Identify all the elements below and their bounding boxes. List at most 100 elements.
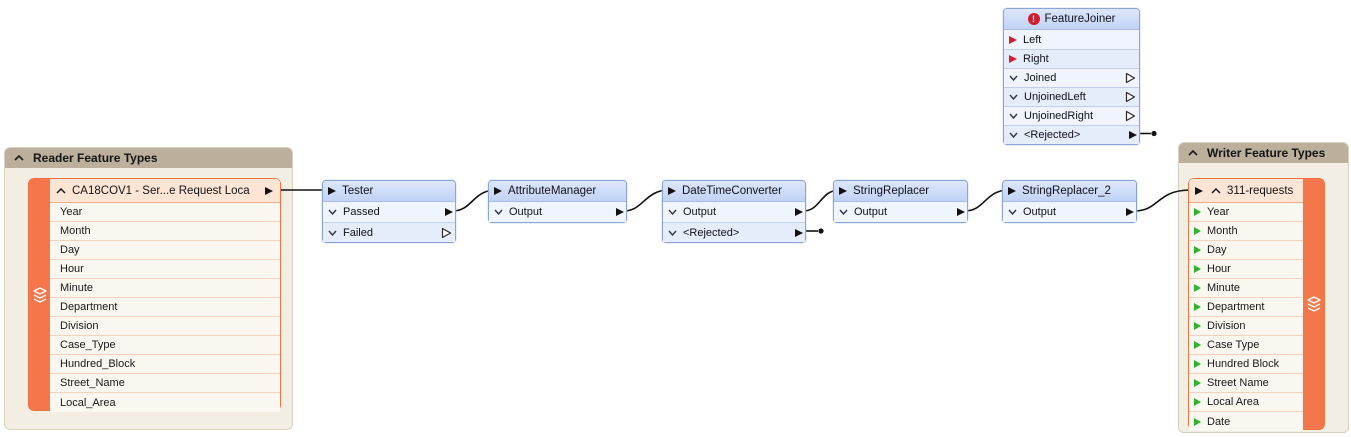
stringreplacer2-header[interactable]: StringReplacer_2 bbox=[1003, 181, 1136, 202]
chevron-down-icon[interactable] bbox=[328, 209, 337, 215]
port-row-rejected[interactable]: <Rejected> bbox=[1004, 125, 1139, 144]
writer-attribute-row[interactable]: Case Type bbox=[1189, 336, 1303, 355]
transformer-datetimeconverter[interactable]: DateTimeConverter Output <Rejected> bbox=[662, 180, 806, 243]
reader-attribute-row[interactable]: Case_Type bbox=[50, 336, 280, 355]
writer-attribute-row[interactable]: Month bbox=[1189, 222, 1303, 241]
writer-attribute-row[interactable]: Street Name bbox=[1189, 374, 1303, 393]
output-port-arrow[interactable] bbox=[1126, 208, 1134, 216]
chevron-down-icon[interactable] bbox=[1009, 132, 1018, 138]
writer-attribute-row[interactable]: Division bbox=[1189, 317, 1303, 336]
writer-port-arrow[interactable] bbox=[1194, 265, 1201, 273]
writer-attribute-row[interactable]: Minute bbox=[1189, 279, 1303, 298]
output-port-arrow[interactable] bbox=[1129, 131, 1137, 139]
reader-attribute-row[interactable]: Hundred_Block bbox=[50, 355, 280, 374]
writer-attribute-row[interactable]: Department bbox=[1189, 298, 1303, 317]
input-port-arrow[interactable] bbox=[668, 187, 676, 195]
reader-panel-header[interactable]: Reader Feature Types bbox=[5, 148, 292, 168]
output-port-arrow-hollow[interactable] bbox=[441, 227, 452, 238]
reader-attribute-row[interactable]: Hour bbox=[50, 260, 280, 279]
chevron-down-icon[interactable] bbox=[1008, 209, 1017, 215]
output-port-arrow-hollow[interactable] bbox=[1125, 110, 1136, 122]
port-row-output[interactable]: Output bbox=[834, 202, 967, 222]
writer-feature-type-node[interactable]: 311-requests Year Month Day Hour Minute … bbox=[1188, 178, 1325, 431]
port-row-left[interactable]: Left bbox=[1004, 30, 1139, 49]
reader-attribute-row[interactable]: Month bbox=[50, 222, 280, 241]
reader-feature-type-node[interactable]: CA18COV1 - Ser...e Request Loca Year Mon… bbox=[28, 178, 281, 412]
output-port-arrow-hollow[interactable] bbox=[1125, 72, 1136, 84]
chevron-down-icon[interactable] bbox=[839, 209, 848, 215]
port-row-passed[interactable]: Passed bbox=[323, 202, 455, 222]
writer-port-arrow[interactable] bbox=[1194, 322, 1201, 330]
writer-attribute-row[interactable]: Hundred Block bbox=[1189, 355, 1303, 374]
writer-port-arrow[interactable] bbox=[1194, 417, 1201, 426]
writer-port-arrow[interactable] bbox=[1194, 246, 1201, 254]
writer-port-arrow[interactable] bbox=[1194, 303, 1201, 311]
input-port-arrow[interactable] bbox=[1008, 187, 1016, 195]
reader-attribute-row[interactable]: Department bbox=[50, 298, 280, 317]
transformer-featurejoiner[interactable]: ! FeatureJoiner Left Right Joined Unjoin… bbox=[1003, 8, 1140, 145]
datetimeconverter-header[interactable]: DateTimeConverter bbox=[663, 181, 805, 202]
reader-attribute-row[interactable]: Day bbox=[50, 241, 280, 260]
transformer-tester[interactable]: Tester Passed Failed bbox=[322, 180, 456, 243]
chevron-down-icon[interactable] bbox=[1009, 75, 1018, 81]
reader-attribute-row[interactable]: Street_Name bbox=[50, 374, 280, 393]
port-row-joined[interactable]: Joined bbox=[1004, 68, 1139, 87]
chevron-down-icon[interactable] bbox=[328, 230, 337, 236]
writer-port-arrow[interactable] bbox=[1194, 379, 1201, 387]
port-row-output[interactable]: Output bbox=[1003, 202, 1136, 222]
input-port-arrow[interactable] bbox=[494, 187, 502, 195]
output-port-arrow[interactable] bbox=[616, 208, 624, 216]
input-port-arrow[interactable] bbox=[1195, 186, 1203, 195]
chevron-down-icon[interactable] bbox=[494, 209, 503, 215]
reader-attribute-row[interactable]: Year bbox=[50, 203, 280, 222]
port-row-right[interactable]: Right bbox=[1004, 49, 1139, 68]
output-port-arrow[interactable] bbox=[265, 186, 273, 195]
writer-attribute-row[interactable]: Hour bbox=[1189, 260, 1303, 279]
input-port-arrow[interactable] bbox=[839, 187, 847, 195]
chevron-up-icon[interactable] bbox=[1211, 187, 1221, 194]
stringreplacer-header[interactable]: StringReplacer bbox=[834, 181, 967, 202]
chevron-up-icon[interactable] bbox=[56, 187, 66, 194]
output-port-arrow-hollow[interactable] bbox=[1125, 91, 1136, 103]
chevron-down-icon[interactable] bbox=[1009, 94, 1018, 100]
chevron-down-icon[interactable] bbox=[668, 209, 677, 215]
port-row-rejected[interactable]: <Rejected> bbox=[663, 222, 805, 242]
writer-panel-header[interactable]: Writer Feature Types bbox=[1179, 143, 1348, 163]
writer-port-arrow[interactable] bbox=[1194, 341, 1201, 349]
chevron-down-icon[interactable] bbox=[1009, 113, 1018, 119]
input-port-arrow-unconnected[interactable] bbox=[1009, 55, 1017, 63]
reader-attribute-row[interactable]: Division bbox=[50, 317, 280, 336]
port-row-unjoinedright[interactable]: UnjoinedRight bbox=[1004, 106, 1139, 125]
input-port-arrow[interactable] bbox=[328, 187, 336, 195]
attributemanager-header[interactable]: AttributeManager bbox=[489, 181, 626, 202]
transformer-attributemanager[interactable]: AttributeManager Output bbox=[488, 180, 627, 223]
output-port-arrow[interactable] bbox=[957, 208, 965, 216]
writer-port-arrow[interactable] bbox=[1194, 227, 1201, 235]
tester-header[interactable]: Tester bbox=[323, 181, 455, 202]
writer-attribute-row[interactable]: Date bbox=[1189, 412, 1303, 431]
port-row-output[interactable]: Output bbox=[663, 202, 805, 222]
port-row-failed[interactable]: Failed bbox=[323, 222, 455, 242]
port-row-unjoinedleft[interactable]: UnjoinedLeft bbox=[1004, 87, 1139, 106]
writer-port-arrow[interactable] bbox=[1194, 398, 1201, 406]
writer-attribute-row[interactable]: Day bbox=[1189, 241, 1303, 260]
writer-port-arrow[interactable] bbox=[1194, 208, 1201, 216]
featurejoiner-header[interactable]: ! FeatureJoiner bbox=[1004, 9, 1139, 30]
output-port-arrow[interactable] bbox=[445, 208, 453, 216]
writer-port-arrow[interactable] bbox=[1194, 284, 1201, 292]
transformer-stringreplacer2[interactable]: StringReplacer_2 Output bbox=[1002, 180, 1137, 223]
output-port-arrow[interactable] bbox=[795, 208, 803, 216]
transformer-stringreplacer[interactable]: StringReplacer Output bbox=[833, 180, 968, 223]
writer-attribute-row[interactable]: Year bbox=[1189, 203, 1303, 222]
writer-node-title-row[interactable]: 311-requests bbox=[1189, 179, 1303, 203]
chevron-up-icon[interactable] bbox=[1188, 150, 1198, 156]
reader-node-title-row[interactable]: CA18COV1 - Ser...e Request Loca bbox=[50, 179, 280, 203]
writer-attribute-row[interactable]: Local Area bbox=[1189, 393, 1303, 412]
reader-attribute-row[interactable]: Local_Area bbox=[50, 393, 280, 412]
output-port-arrow[interactable] bbox=[795, 228, 803, 237]
chevron-up-icon[interactable] bbox=[14, 155, 24, 161]
chevron-down-icon[interactable] bbox=[668, 230, 677, 236]
reader-attribute-row[interactable]: Minute bbox=[50, 279, 280, 298]
port-row-output[interactable]: Output bbox=[489, 202, 626, 222]
